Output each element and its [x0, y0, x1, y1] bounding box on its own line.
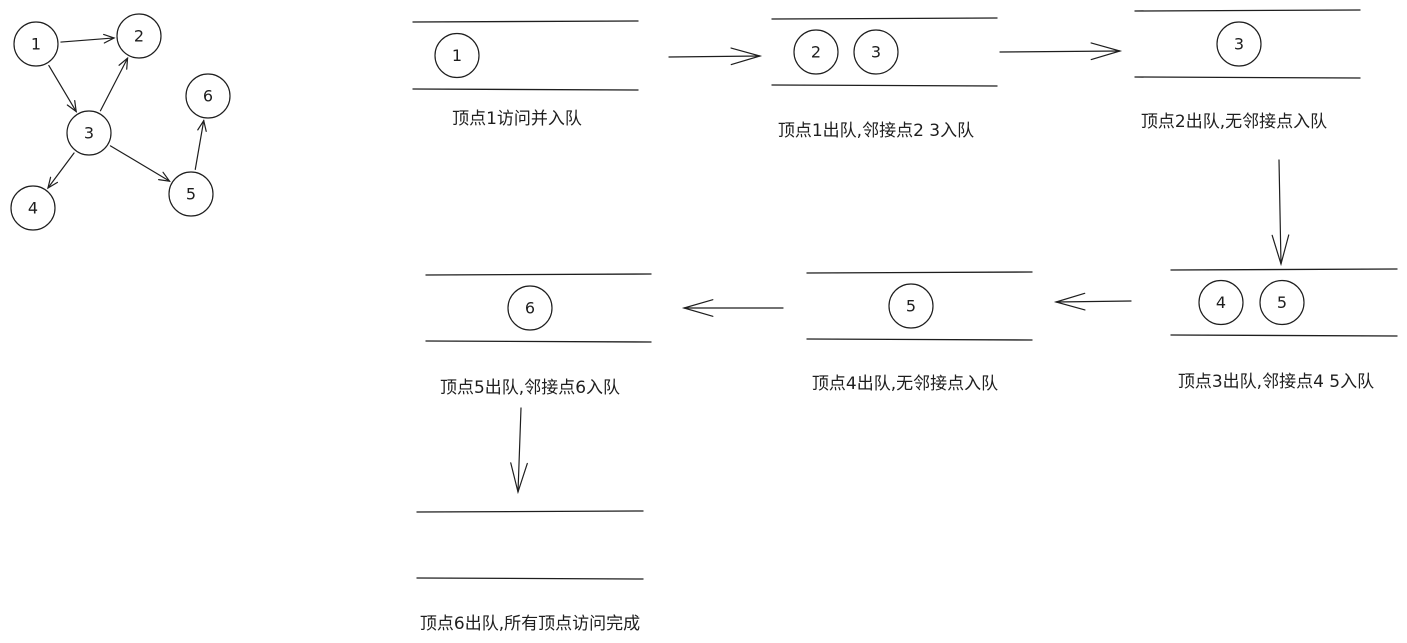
edge-1-3	[48, 64, 77, 113]
flow-arrow-6	[510, 407, 528, 495]
queue-bottom-rail	[416, 577, 644, 580]
queue-item-4: 4	[1198, 279, 1244, 326]
queue-step-7	[416, 510, 644, 580]
graph-node-6: 6	[185, 73, 231, 119]
queue-bottom-rail	[1134, 76, 1361, 79]
flow-arrow-5	[681, 299, 784, 317]
svg-text:5: 5	[906, 297, 916, 316]
svg-text:6: 6	[203, 87, 213, 106]
queue-top-rail	[412, 20, 639, 23]
edge-3-5	[109, 145, 171, 182]
queue-top-rail	[1134, 9, 1361, 12]
svg-text:5: 5	[1277, 293, 1287, 312]
queue-bottom-rail	[771, 84, 998, 87]
queue-top-rail	[806, 271, 1033, 274]
queue-step-5: 5	[806, 271, 1033, 341]
edge-3-4	[47, 152, 75, 190]
queue-bottom-rail	[412, 88, 639, 91]
flow-arrow-4	[1053, 292, 1132, 311]
queue-step-1: 1	[412, 20, 639, 91]
svg-text:2: 2	[134, 27, 144, 46]
queue-item-1: 1	[434, 32, 480, 79]
svg-text:3: 3	[1234, 35, 1244, 54]
flow-arrow-3	[1271, 159, 1290, 267]
svg-text:4: 4	[28, 199, 38, 218]
flow-arrow-2	[999, 42, 1123, 61]
queue-top-rail	[425, 273, 652, 276]
graph-node-5: 5	[168, 171, 214, 217]
graph-node-1: 1	[13, 21, 59, 67]
queue-item-2: 2	[793, 29, 839, 75]
queue-item-3: 3	[1216, 21, 1262, 67]
queue-item-6: 6	[507, 285, 553, 331]
queue-step-3: 3	[1134, 9, 1361, 79]
edge-1-2	[60, 33, 116, 44]
step-4-caption: 顶点3出队,邻接点4 5入队	[1177, 372, 1375, 392]
graph-node-4: 4	[10, 185, 56, 231]
svg-text:6: 6	[525, 299, 535, 318]
step-7-caption: 顶点6出队,所有顶点访问完成	[419, 614, 641, 634]
queue-top-rail	[771, 17, 998, 20]
step-6-caption: 顶点5出队,邻接点6入队	[439, 378, 621, 398]
step-5-caption: 顶点4出队,无邻接点入队	[811, 374, 999, 394]
queue-item-5: 5	[888, 283, 934, 329]
step-2-caption: 顶点1出队,邻接点2 3入队	[777, 121, 975, 141]
queue-top-rail	[416, 510, 644, 513]
svg-text:3: 3	[84, 124, 94, 143]
step-3-caption: 顶点2出队,无邻接点入队	[1140, 112, 1328, 132]
step-1-caption: 顶点1访问并入队	[452, 109, 582, 129]
flow-arrow-1	[668, 47, 763, 66]
queue-bottom-rail	[1170, 334, 1398, 337]
queue-top-rail	[1170, 268, 1398, 271]
svg-text:1: 1	[31, 35, 41, 54]
queue-step-6: 6	[425, 273, 652, 343]
svg-text:2: 2	[811, 43, 821, 62]
queue-item-3: 3	[853, 29, 899, 75]
svg-text:3: 3	[871, 43, 881, 62]
graph: 1 2 3 4 5 6	[10, 13, 231, 231]
queue-bottom-rail	[425, 340, 652, 343]
svg-text:4: 4	[1216, 293, 1226, 312]
queue-bottom-rail	[806, 338, 1033, 341]
queue-item-5: 5	[1259, 279, 1305, 326]
edge-5-6	[194, 119, 207, 170]
edge-3-2	[99, 56, 129, 112]
graph-node-3: 3	[66, 110, 112, 156]
svg-text:5: 5	[186, 185, 196, 204]
graph-node-2: 2	[116, 13, 162, 59]
svg-text:1: 1	[452, 46, 462, 65]
